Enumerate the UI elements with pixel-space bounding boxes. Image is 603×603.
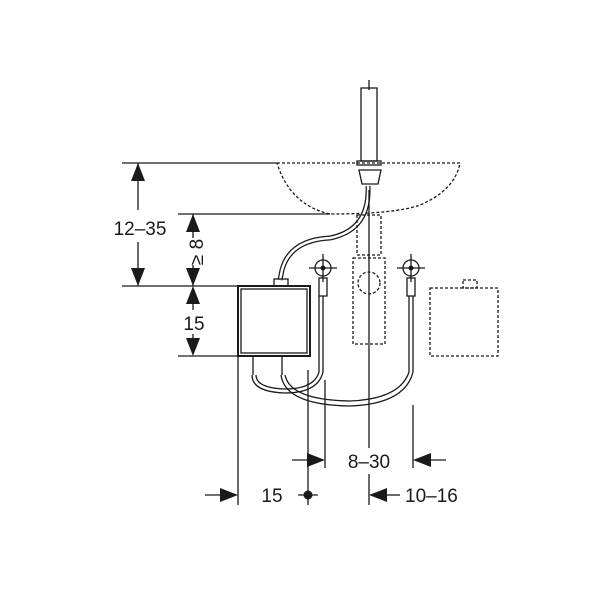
dim-min-8: ≥ 8 — [186, 214, 208, 286]
dim-label-box-height: 15 — [183, 314, 204, 335]
dim-label-min-8: ≥ 8 — [187, 239, 208, 265]
dim-8-30: 8–30 — [292, 448, 446, 473]
dim-label-8-30: 8–30 — [348, 452, 390, 473]
control-box — [237, 278, 311, 375]
dim-label-box-offset: 15 — [261, 486, 282, 507]
alt-box-outline — [429, 287, 499, 357]
dim-15-horizontal: 15 — [205, 486, 318, 507]
dim-label-12-35: 12–35 — [114, 219, 167, 240]
angle-valve-left — [309, 254, 337, 297]
tap-body — [356, 80, 382, 185]
dim-12-35: 12–35 — [114, 163, 167, 286]
dim-10-16: 10–16 — [369, 486, 458, 507]
dim-label-10-16: 10–16 — [405, 486, 458, 507]
angle-valve-right — [397, 254, 425, 297]
dim-15-vertical: 15 — [183, 286, 205, 356]
